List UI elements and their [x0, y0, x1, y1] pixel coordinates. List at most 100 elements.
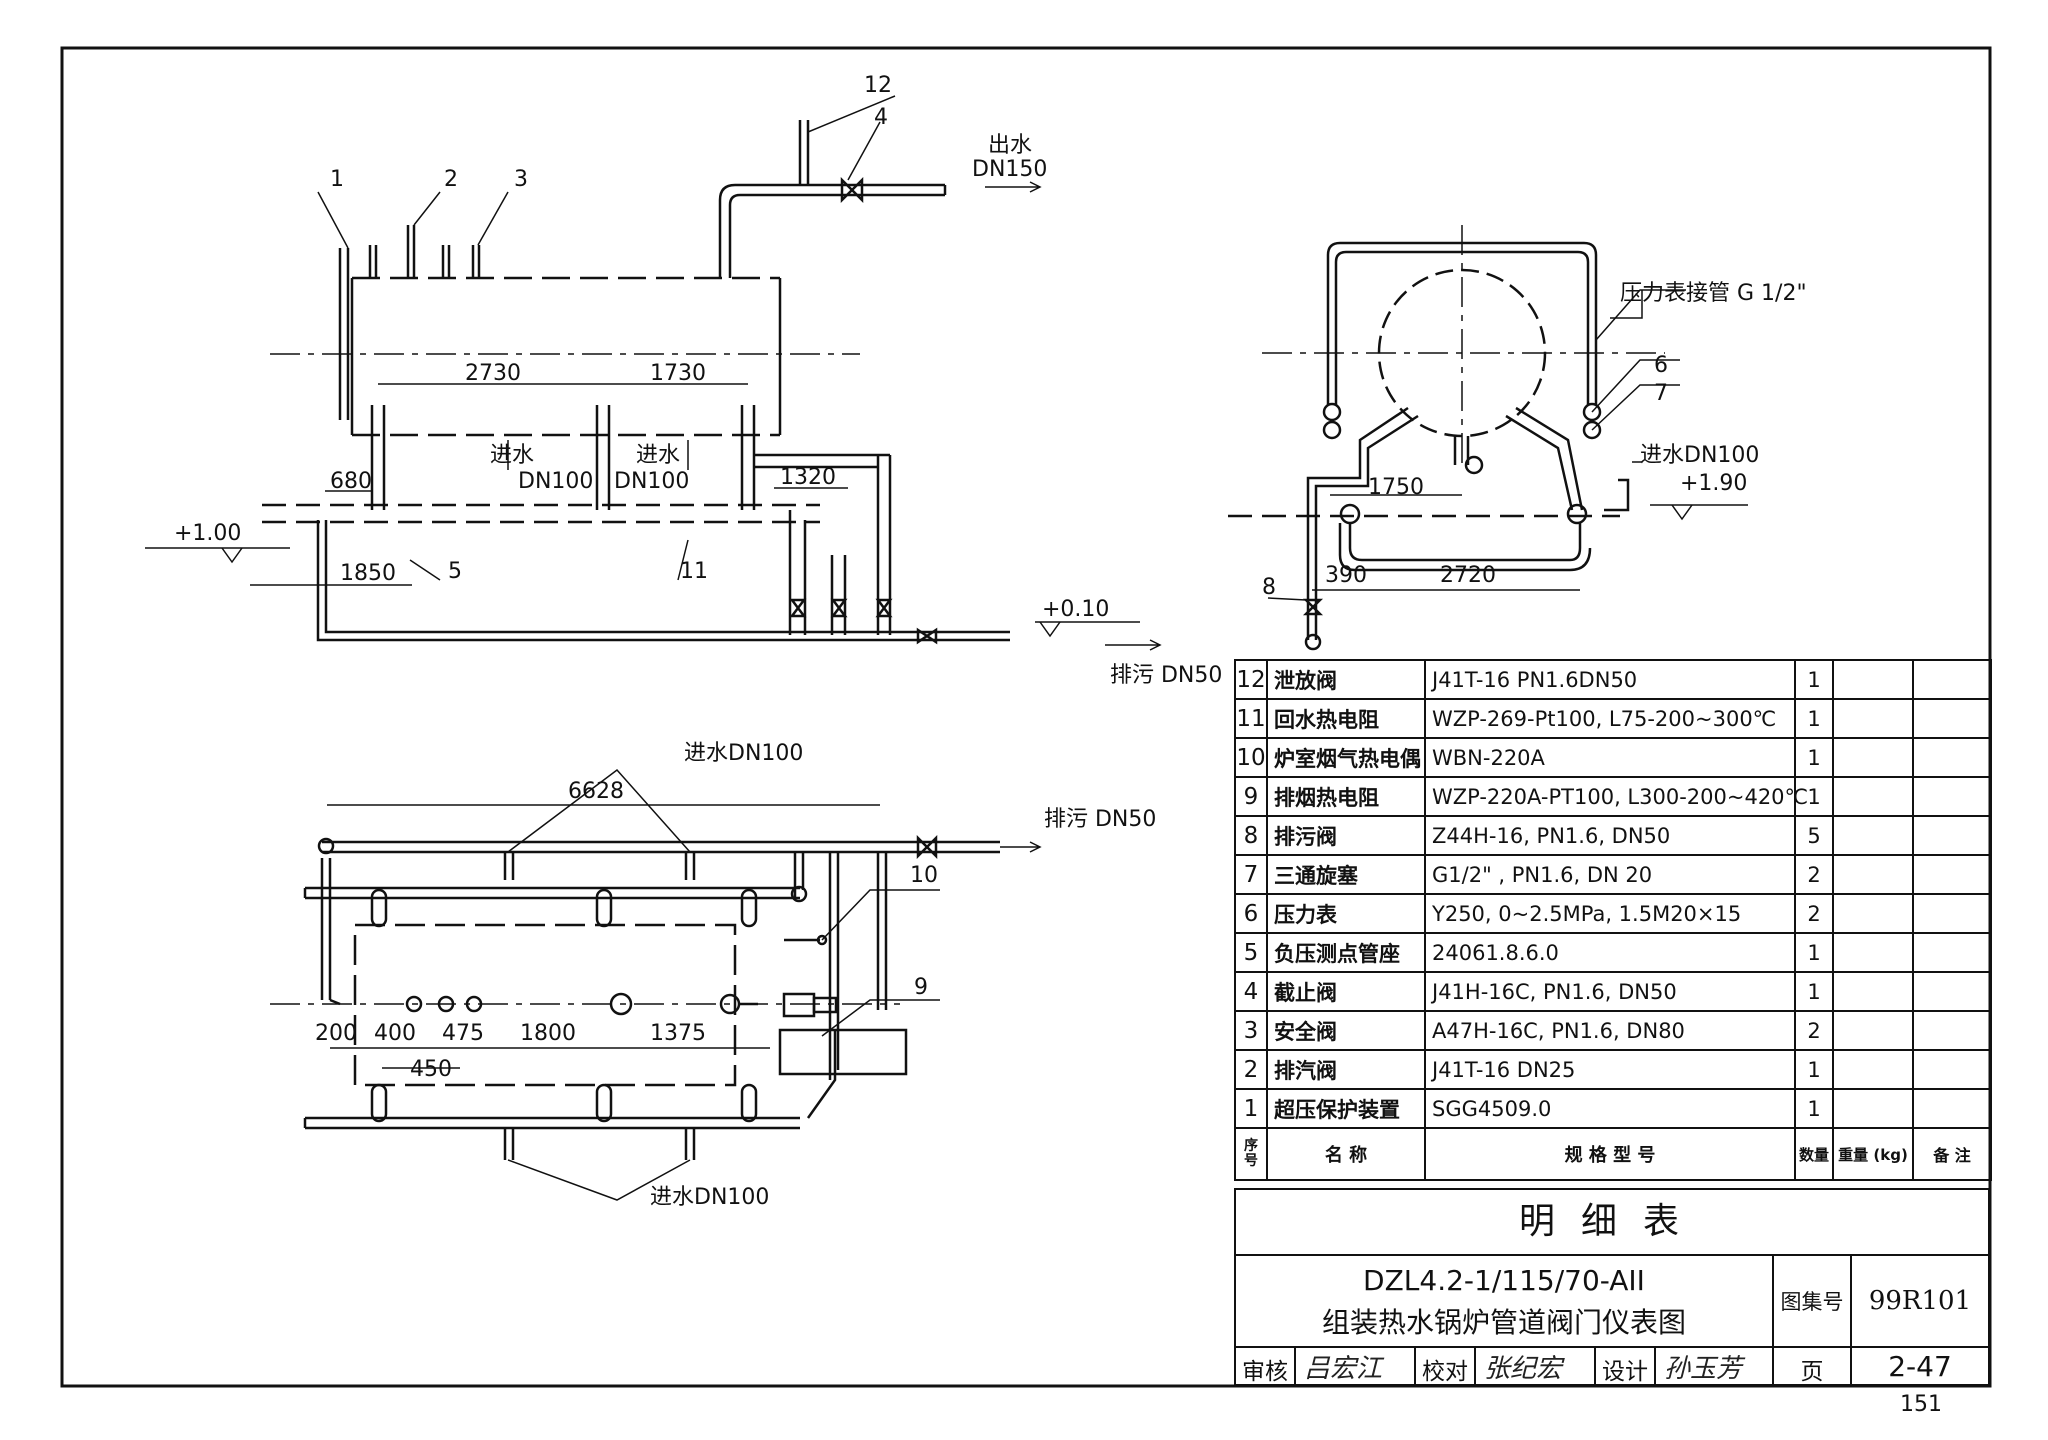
- outlet-label: 出水: [988, 133, 1032, 158]
- bom-cell-spec: 24061.8.6.0: [1424, 932, 1796, 973]
- bom-cell-weight: [1832, 776, 1914, 817]
- atlas-number: 99R101: [1868, 1286, 1972, 1316]
- review-label: 审核: [1242, 1359, 1288, 1385]
- callout-6: 6: [1654, 353, 1668, 378]
- bom-cell-weight: [1832, 815, 1914, 856]
- bom-cell-remark: [1912, 1010, 1992, 1051]
- callout-7: 7: [1654, 381, 1668, 406]
- plan-view: [270, 768, 1042, 1201]
- check-signature: 张纪宏: [1484, 1354, 1563, 1384]
- bom-cell-remark: [1912, 971, 1992, 1012]
- design-signature-cell: 孙玉芳: [1656, 1346, 1774, 1384]
- plan-view-texts: 进水DN100 排污 DN50 进水DN100 6628 200 400 475…: [315, 741, 1156, 1210]
- inlet-dn-label-2: DN100: [614, 469, 689, 494]
- title-line-1: DZL4.2-1/115/70-AII: [1363, 1264, 1645, 1297]
- review-label-cell: 审核: [1236, 1346, 1296, 1385]
- bom-cell-spec: SGG4509.0: [1424, 1088, 1796, 1129]
- bom-cell-remark: [1912, 737, 1992, 778]
- bom-cell-spec: Y250, 0~2.5MPa, 1.5M20×15: [1424, 893, 1796, 934]
- design-label-cell: 设计: [1596, 1346, 1656, 1385]
- page-label: 页: [1800, 1359, 1824, 1385]
- bom-cell-no: 3: [1234, 1010, 1268, 1051]
- bom-cell-weight: [1832, 1010, 1914, 1051]
- design-signature: 孙玉芳: [1664, 1354, 1743, 1384]
- title-line-2: 组装热水锅炉管道阀门仪表图: [1321, 1306, 1686, 1339]
- bom-cell-no: 6: [1234, 893, 1268, 934]
- inlet-label-1: 进水: [490, 443, 534, 468]
- bom-cell-name: 压力表: [1266, 893, 1426, 934]
- header-name: 名 称: [1266, 1127, 1426, 1181]
- dim-1750: 1750: [1368, 475, 1424, 500]
- inlet-dn-label-1: DN100: [518, 469, 593, 494]
- callout-3: 3: [514, 167, 528, 192]
- dim-1375: 1375: [650, 1021, 706, 1046]
- callout-2: 2: [444, 167, 458, 192]
- bom-cell-qty: 1: [1794, 932, 1834, 973]
- dim-6628: 6628: [568, 779, 624, 804]
- dim-680: 680: [330, 469, 372, 494]
- plan-inlet-bottom: 进水DN100: [650, 1185, 769, 1210]
- bom-cell-spec: J41T-16 DN25: [1424, 1049, 1796, 1090]
- callout-9: 9: [914, 975, 928, 1000]
- bom-cell-weight: [1832, 737, 1914, 778]
- bom-cell-no: 2: [1234, 1049, 1268, 1090]
- bom-cell-remark: [1912, 1049, 1992, 1090]
- bom-cell-weight: [1832, 971, 1914, 1012]
- callout-12: 12: [864, 73, 892, 98]
- bom-cell-remark: [1912, 659, 1992, 700]
- bom-cell-name: 排烟热电阻: [1266, 776, 1426, 817]
- bom-cell-remark: [1912, 698, 1992, 739]
- page-number: 2-47: [1888, 1350, 1952, 1383]
- callout-11: 11: [680, 559, 708, 584]
- header-weight: 重量 (kg): [1832, 1127, 1914, 1181]
- title-cell: DZL4.2-1/115/70-AII 组装热水锅炉管道阀门仪表图: [1236, 1256, 1774, 1346]
- bom-cell-qty: 1: [1794, 737, 1834, 778]
- bom-cell-weight: [1832, 893, 1914, 934]
- bom-cell-spec: J41H-16C, PN1.6, DN50: [1424, 971, 1796, 1012]
- bom-cell-qty: 2: [1794, 1010, 1834, 1051]
- side-inlet-label: 进水DN100: [1640, 443, 1759, 468]
- bom-header-row: 序号 名 称 规 格 型 号 数量 重量 (kg) 备 注: [1234, 1127, 1992, 1181]
- bom-cell-no: 1: [1234, 1088, 1268, 1129]
- bom-cell-qty: 2: [1794, 893, 1834, 934]
- bom-cell-no: 11: [1234, 698, 1268, 739]
- atlas-label: 图集号: [1780, 1290, 1844, 1314]
- check-label: 校对: [1422, 1359, 1468, 1385]
- header-no: 序号: [1234, 1127, 1268, 1181]
- callout-1: 1: [330, 167, 344, 192]
- bom-cell-name: 排污阀: [1266, 815, 1426, 856]
- atlas-label-cell: 图集号: [1774, 1256, 1852, 1346]
- bom-cell-spec: WZP-269-Pt100, L75-200~300℃: [1424, 698, 1796, 739]
- bom-cell-qty: 2: [1794, 854, 1834, 895]
- callout-5: 5: [448, 559, 462, 584]
- bom-cell-weight: [1832, 659, 1914, 700]
- check-signature-cell: 张纪宏: [1476, 1346, 1596, 1384]
- header-qty: 数量: [1794, 1127, 1834, 1181]
- bom-cell-weight: [1832, 854, 1914, 895]
- elevation-texts: 出水 DN150 进水 DN100 进水 DN100 排污 DN50 +1.00…: [174, 73, 1222, 688]
- review-signature: 吕宏江: [1304, 1354, 1383, 1384]
- callout-8: 8: [1262, 575, 1276, 600]
- bom-cell-remark: [1912, 776, 1992, 817]
- bom-cell-spec: WZP-220A-PT100, L300-200~420℃: [1424, 776, 1808, 817]
- bom-cell-name: 泄放阀: [1266, 659, 1426, 700]
- bom-cell-spec: WBN-220A: [1424, 737, 1796, 778]
- dim-400: 400: [374, 1021, 416, 1046]
- callout-4: 4: [874, 105, 888, 130]
- header-remark: 备 注: [1912, 1127, 1992, 1181]
- page-label-cell: 页: [1774, 1346, 1852, 1385]
- bom-cell-no: 12: [1234, 659, 1268, 700]
- bom-cell-qty: 1: [1794, 659, 1834, 700]
